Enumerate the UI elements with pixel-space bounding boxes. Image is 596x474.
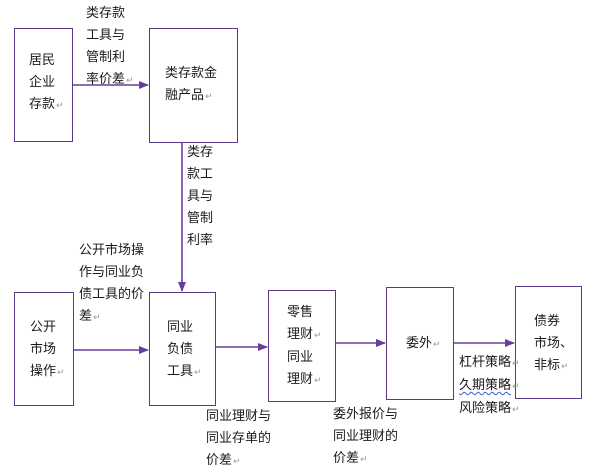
paragraph-mark-icon: ↵: [561, 362, 569, 372]
label-text-line: 同业理财与: [206, 409, 272, 424]
box-deposit-like-financial-products: 类存款金 融产品↵: [149, 28, 238, 143]
box-text-line: 零售: [287, 305, 314, 320]
box-text-line: 操作↵: [30, 364, 65, 379]
label-text-line: 利率: [187, 233, 214, 245]
label-text-line: 公开市场操: [79, 243, 145, 258]
box-outsourcing: 委外↵: [386, 287, 454, 400]
box-text-line: 同业: [167, 320, 194, 335]
box-text-line: 融产品↵: [165, 88, 213, 103]
paragraph-mark-icon: ↵: [314, 376, 322, 386]
box-text-line: 存款↵: [29, 97, 64, 112]
box-resident-enterprise-deposits: 居民 企业 存款↵: [14, 28, 73, 142]
label-text-line: 率价差↵: [86, 72, 134, 87]
label-text-line: 同业存单的: [206, 431, 272, 446]
label-text-line: 类存: [187, 145, 214, 160]
box-text-line: 同业: [287, 350, 314, 365]
label-text-line: 风险策略↵: [459, 401, 520, 416]
paragraph-mark-icon: ↵: [93, 313, 101, 323]
label-strategies: 杠杆策略↵ 久期策略↵ 风险策略↵: [459, 352, 520, 421]
box-text-line: 居民: [29, 53, 56, 68]
paragraph-mark-icon: ↵: [512, 359, 520, 369]
label-text-line: 管制利: [86, 50, 126, 65]
label-text-line: 作与同业负: [79, 265, 145, 280]
paragraph-mark-icon: ↵: [360, 455, 368, 465]
label-deposit-tool-rate-spread-vertical: 类存 款工 具与 管制 利率: [187, 142, 213, 245]
box-retail-and-interbank-wealth-management: 零售 理财↵ 同业 理财↵: [268, 290, 336, 402]
label-text-line: 类存款: [86, 6, 126, 21]
label-text-line: 久期策略↵: [459, 378, 520, 393]
paragraph-mark-icon: ↵: [233, 457, 241, 467]
paragraph-mark-icon: ↵: [126, 76, 134, 86]
paragraph-mark-icon: ↵: [57, 368, 65, 378]
paragraph-mark-icon: ↵: [314, 331, 322, 341]
label-text-line: 委外报价与: [333, 407, 399, 422]
label-outsourcing-quote-spread: 委外报价与 同业理财的 价差↵: [333, 404, 398, 471]
label-text-line: 具与: [187, 189, 214, 204]
paragraph-mark-icon: ↵: [194, 368, 202, 378]
box-text-line: 债券: [534, 314, 561, 329]
box-text-line: 工具↵: [167, 364, 202, 379]
paragraph-mark-icon: ↵: [433, 340, 441, 350]
label-text-line: 价差↵: [333, 451, 368, 466]
box-text-line: 市场、: [534, 336, 574, 351]
paragraph-mark-icon: ↵: [56, 101, 64, 111]
box-bond-market-non-standard: 债券 市场、 非标↵: [515, 286, 582, 399]
box-interbank-liability-tools: 同业 负债 工具↵: [149, 292, 216, 406]
box-text-line: 非标↵: [534, 358, 569, 373]
box-text-line: 公开: [30, 320, 57, 335]
paragraph-mark-icon: ↵: [205, 92, 213, 102]
box-text-line: 企业: [29, 75, 56, 90]
box-open-market-operations: 公开 市场 操作↵: [14, 292, 74, 406]
label-text-line: 款工: [187, 167, 214, 182]
label-text-line: 同业理财的: [333, 429, 399, 444]
box-text-line: 市场: [30, 342, 57, 357]
label-interbank-wm-cd-spread: 同业理财与 同业存单的 价差↵: [206, 406, 271, 473]
box-text-line: 类存款金: [165, 66, 218, 81]
label-text-line: 价差↵: [206, 453, 241, 468]
label-deposit-tool-rate-spread-top: 类存款 工具与 管制利 率价差↵: [86, 3, 134, 92]
label-open-market-interbank-spread: 公开市场操 作与同业负 债工具的价 差↵: [79, 240, 144, 329]
box-text-line: 理财↵: [287, 327, 322, 342]
label-text-line: 工具与: [86, 28, 126, 43]
paragraph-mark-icon: ↵: [512, 405, 520, 415]
box-text-line: 负债: [167, 342, 194, 357]
label-text-line: 债工具的价: [79, 287, 145, 302]
paragraph-mark-icon: ↵: [512, 382, 520, 392]
label-text-line: 杠杆策略↵: [459, 355, 520, 370]
label-text-line: 管制: [187, 211, 214, 226]
label-text-line: 差↵: [79, 309, 101, 324]
box-text-line: 理财↵: [287, 372, 322, 387]
box-text-line: 委外↵: [406, 336, 441, 351]
